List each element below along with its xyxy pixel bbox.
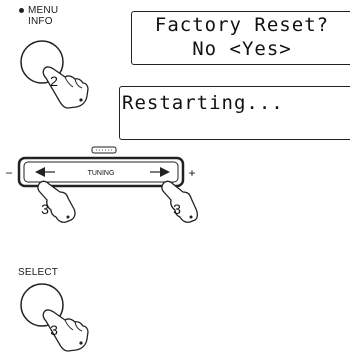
ring-icon: [79, 341, 82, 344]
ring-icon: [79, 98, 82, 101]
display-line-1: Factory Reset?: [132, 14, 350, 36]
plus-sign: +: [188, 166, 195, 180]
ring-icon: [67, 216, 70, 219]
tuning-label: TUNING: [88, 170, 115, 177]
tuning-indicator: [92, 147, 116, 153]
minus-sign: −: [5, 166, 12, 180]
menu-info-button-diagram: 2: [10, 30, 120, 110]
step-number: 2: [50, 73, 58, 89]
info-label: INFO: [19, 16, 58, 27]
ring-icon: [190, 216, 193, 219]
step-number-left: 3: [41, 201, 49, 217]
menu-label: MENU: [19, 5, 58, 16]
select-button-diagram: 3: [10, 275, 120, 355]
step-number: 3: [50, 322, 58, 338]
display-factory-reset: Factory Reset? No <Yes>: [131, 11, 350, 65]
tuning-control-diagram: TUNING − + 3 3: [5, 140, 195, 240]
display-restarting: Restarting...: [119, 86, 350, 140]
display-line-2: No <Yes>: [132, 38, 350, 60]
display-line-1: Restarting...: [120, 92, 350, 114]
step-number-right: 3: [173, 201, 181, 217]
menu-info-label: MENU INFO: [19, 5, 58, 27]
menu-dot-icon: [19, 8, 24, 13]
